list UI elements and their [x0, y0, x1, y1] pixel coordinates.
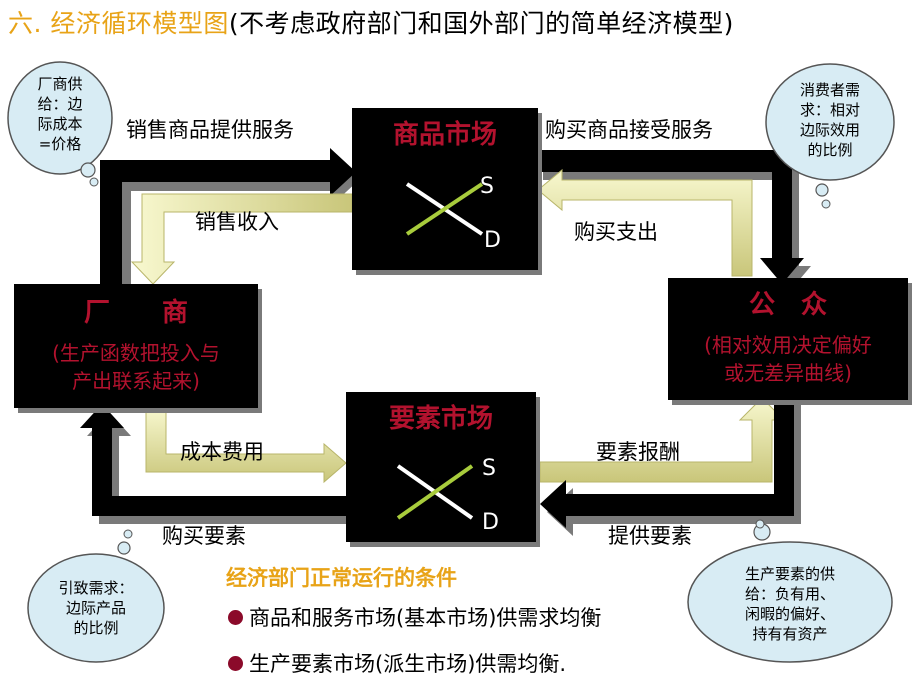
arrow-factor-reward — [539, 397, 786, 483]
label-buy-factors: 购买要素 — [162, 524, 246, 548]
cloud-line: 厂商供 — [37, 75, 83, 93]
cloud-line: 生产要素的供 — [744, 565, 835, 583]
factor-market-box: 要素市场 S D — [346, 392, 536, 542]
condition-item-1: 商品和服务市场(基本市场)供需求均衡 — [228, 602, 601, 632]
factor-supply-label: S — [482, 456, 496, 481]
goods-market-sd-curves — [405, 182, 484, 236]
cloud-line: 给：边 — [37, 95, 83, 113]
cloud-firm-supply — [7, 61, 113, 187]
factor-market-sd-curves — [396, 464, 474, 520]
cloud-line: 消费者需 — [799, 81, 860, 99]
label-buy-goods: 购买商品接受服务 — [545, 118, 713, 142]
goods-supply-label: S — [480, 174, 494, 199]
page-title: 六. 经济循环模型图(不考虑政府部门和国外部门的简单经济模型) — [8, 4, 734, 40]
label-sales-revenue: 销售收入 — [195, 210, 279, 234]
goods-market-title: 商品市场 — [392, 120, 497, 150]
label-sell-goods: 销售商品提供服务 — [126, 118, 294, 142]
title-main: 经济循环模型图 — [50, 9, 229, 38]
cloud-line: 际成本 — [37, 115, 83, 133]
households-box: 公 众 (相对效用决定偏好 或无差异曲线) — [668, 278, 908, 400]
cloud-factor-supply-text: 生产要素的供 给：负有用、 闲暇的偏好、 持有有资产 — [710, 564, 870, 644]
arrow-cost — [145, 407, 347, 484]
label-purchase-spending: 购买支出 — [574, 220, 658, 244]
factor-demand-label: D — [482, 510, 499, 535]
label-provide-factors: 提供要素 — [608, 524, 692, 548]
cloud-line: 边际效用 — [799, 121, 860, 139]
title-subtitle: (不考虑政府部门和国外部门的简单经济模型) — [228, 9, 734, 38]
arrow-buy-factors — [80, 404, 349, 524]
households-desc-1: (相对效用决定偏好 — [704, 333, 872, 357]
title-number: 六. — [8, 9, 42, 38]
firms-desc-2: 产出联系起来) — [72, 369, 200, 393]
cloud-line: =价格 — [38, 135, 82, 153]
goods-supply-curve — [405, 182, 484, 236]
cloud-line: 的比例 — [73, 619, 119, 637]
cloud-line: 闲暇的偏好、 — [744, 605, 835, 623]
cloud-consumer-demand — [765, 63, 895, 209]
arrow-sales-revenue — [130, 193, 353, 285]
cloud-derived-demand-text: 引致需求： 边际产品 的比例 — [36, 578, 156, 638]
condition-item-2: 生产要素市场(派生市场)供需均衡. — [228, 648, 566, 678]
bullet-icon — [228, 655, 243, 671]
cloud-consumer-demand-text: 消费者需 求：相对 边际效用 的比例 — [772, 80, 888, 160]
firms-title: 厂 商 — [83, 298, 188, 328]
firms-box: 厂 商 (生产函数把投入与 产出联系起来) — [14, 284, 258, 408]
cloud-derived-demand — [27, 529, 165, 663]
cloud-line: 持有有资产 — [752, 625, 828, 643]
households-title: 公 众 — [748, 290, 827, 320]
label-cost: 成本费用 — [180, 440, 264, 464]
factor-market-title: 要素市场 — [388, 404, 493, 434]
arrow-firms-to-goods-market — [100, 148, 359, 294]
households-desc-2: 或无差异曲线) — [724, 361, 852, 385]
cloud-line: 边际产品 — [65, 599, 126, 617]
firms-desc-1: (生产函数把投入与 — [52, 341, 220, 365]
goods-market-box: 商品市场 S D — [352, 108, 538, 270]
conditions-title: 经济部门正常运行的条件 — [226, 566, 457, 590]
label-factor-reward: 要素报酬 — [596, 440, 680, 464]
cloud-line: 给：负有用、 — [744, 585, 835, 603]
cloud-firm-supply-text: 厂商供 给：边 际成本 =价格 — [14, 74, 106, 154]
arrow-provide-factors — [540, 394, 801, 536]
condition-item-1-text: 商品和服务市场(基本市场)供需求均衡 — [249, 606, 602, 630]
arrow-purchase-spending — [537, 168, 753, 277]
factor-supply-curve — [396, 464, 474, 520]
cloud-line: 引致需求： — [58, 579, 134, 597]
cloud-factor-supply — [687, 519, 893, 663]
condition-item-2-text: 生产要素市场(派生市场)供需均衡. — [249, 652, 567, 676]
cloud-line: 的比例 — [807, 141, 853, 159]
bullet-icon — [228, 609, 243, 625]
cloud-line: 求：相对 — [799, 101, 860, 119]
goods-demand-label: D — [484, 228, 501, 253]
